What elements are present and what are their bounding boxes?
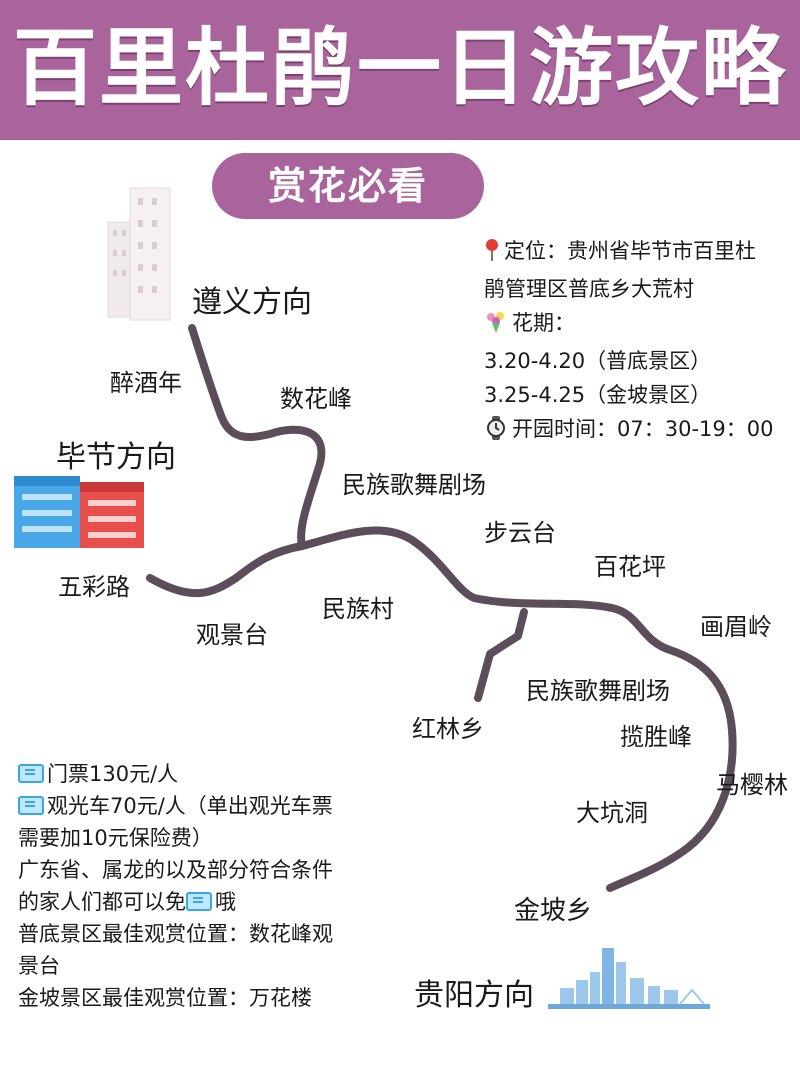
page-title: 百里杜鹃一日游攻略	[12, 18, 787, 117]
hours-line: 开园时间：07：30-19：00	[484, 412, 773, 450]
notes-block: 门票130元/人 观光车70元/人（单出观光车票 需要加10元保险费） 广东省、…	[18, 758, 378, 1014]
pudi-best-2: 景台	[18, 954, 60, 978]
jinpo-best: 金坡景区最佳观赏位置：万花楼	[18, 986, 312, 1010]
shuttle-line-cont: 需要加10元保险费）	[18, 826, 213, 850]
free-line-1: 广东省、属龙的以及部分符合条件	[18, 858, 333, 882]
season-label: 花期：	[512, 311, 575, 335]
ticket-price: 门票130元/人	[47, 762, 179, 786]
place-shuhuafeng: 数花峰	[280, 385, 352, 413]
place-mayinglin: 马樱林	[716, 771, 788, 799]
place-huameiling: 画眉岭	[700, 613, 772, 641]
info-block: 定位：贵州省毕节市百里杜 鹃管理区普底乡大荒村 花期： 3.20-4.20（普底…	[484, 234, 773, 450]
location-line: 定位：贵州省毕节市百里杜	[484, 234, 773, 272]
subtitle-badge: 赏花必看	[212, 153, 484, 219]
pin-icon	[484, 238, 500, 272]
watch-icon	[484, 416, 508, 450]
buildings-illustration-west	[14, 476, 144, 548]
place-minzucun: 民族村	[322, 595, 394, 623]
place-jinpoxiang: 金坡乡	[514, 896, 593, 926]
buildings-illustration-north	[107, 187, 171, 321]
free-text: 的家人们都可以免	[18, 890, 186, 914]
ticket-icon	[18, 796, 44, 815]
place-lanshengfeng: 揽胜峰	[620, 723, 692, 751]
shuttle-line: 观光车70元/人（单出观光车票	[18, 790, 378, 822]
direction-bijie: 毕节方向	[56, 440, 176, 475]
direction-guiyang: 贵阳方向	[414, 978, 534, 1013]
season-jinpo: 3.25-4.25（金坡景区）	[484, 383, 712, 407]
place-baihuaping: 百花坪	[594, 553, 666, 581]
place-minzu-gewu-theater-1: 民族歌舞剧场	[342, 471, 486, 499]
direction-zunyi: 遵义方向	[192, 285, 312, 320]
main-route-line	[188, 324, 737, 892]
ticket-icon	[186, 892, 212, 911]
place-honglinxiang: 红林乡	[412, 715, 484, 743]
place-zuijiunian: 醉酒年	[110, 369, 182, 397]
season-pudi: 3.20-4.20（普底景区）	[484, 349, 712, 373]
shuttle-price: 观光车70元/人（单出观光车票	[47, 794, 333, 818]
branch-route-wucailu	[146, 542, 306, 597]
location-label: 定位：贵州省毕节市百里杜	[504, 239, 756, 263]
place-dakengdong: 大坑洞	[576, 799, 648, 827]
flower-bouquet-icon	[484, 310, 508, 344]
skyline-illustration	[548, 948, 710, 1009]
place-guanjingtai: 观景台	[196, 621, 268, 649]
place-buyuntai: 步云台	[484, 519, 556, 547]
ticket-icon	[18, 764, 44, 783]
place-wucailu: 五彩路	[58, 573, 130, 601]
branch-route-honglin	[474, 608, 528, 702]
pudi-best-1: 普底景区最佳观赏位置：数花峰观	[18, 922, 333, 946]
place-minzu-gewu-theater-2: 民族歌舞剧场	[526, 677, 670, 705]
free-line-2: 的家人们都可以免 哦	[18, 886, 378, 918]
free-text-end: 哦	[215, 890, 236, 914]
location-line-cont: 鹃管理区普底乡大荒村	[484, 277, 694, 301]
ticket-line: 门票130元/人	[18, 758, 378, 790]
hours-label: 开园时间：07：30-19：00	[512, 417, 774, 441]
title-banner	[0, 0, 800, 140]
season-line: 花期：	[484, 306, 773, 344]
